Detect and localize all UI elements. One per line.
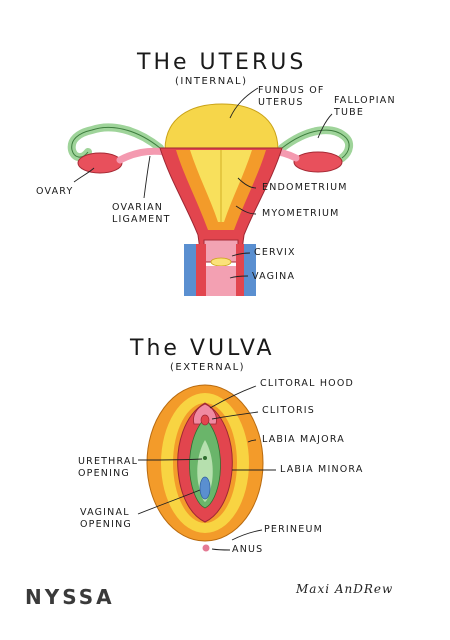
label-endometrium: ENDOMETRIUM bbox=[262, 182, 348, 193]
label-anus: ANUS bbox=[232, 544, 264, 555]
vulva-title: The VULVA bbox=[130, 336, 275, 361]
uterus-diagram bbox=[67, 87, 353, 296]
ovarian-ligament-left bbox=[116, 147, 169, 164]
fallopian-tube-right-outline bbox=[281, 129, 350, 159]
artist-signature: Maxi AnDRew bbox=[296, 582, 394, 596]
fallopian-tube-left-outline bbox=[71, 127, 161, 158]
uterus-leaders bbox=[73, 87, 333, 279]
urethral-opening bbox=[203, 456, 207, 460]
uterus-subtitle: (INTERNAL) bbox=[175, 76, 248, 87]
ovary-right bbox=[293, 151, 343, 173]
vulva-diagram bbox=[137, 384, 276, 552]
uterus-title: THe UTERUS bbox=[137, 50, 307, 75]
vagina-canal bbox=[206, 266, 236, 296]
cervix-opening bbox=[210, 257, 232, 267]
label-labia-majora: LABIA MAJORA bbox=[262, 434, 345, 445]
label-myometrium: MYOMETRIUM bbox=[262, 208, 340, 219]
anus bbox=[202, 544, 210, 552]
label-vaginal-opening: VAGINAL OPENING bbox=[80, 507, 132, 530]
clitoris bbox=[200, 414, 210, 426]
label-fallopian-tube: FALLOPIAN TUBE bbox=[334, 95, 396, 118]
label-perineum: PERINEUM bbox=[264, 524, 323, 535]
vagina-inner-right bbox=[236, 244, 244, 296]
label-urethral-opening: URETHRAL OPENING bbox=[78, 456, 139, 479]
brand-logo: NYSSA bbox=[25, 585, 115, 609]
label-fundus: FUNDUS OF UTERUS bbox=[258, 85, 325, 108]
ovary-left bbox=[77, 152, 123, 174]
label-clitoral-hood: CLITORAL HOOD bbox=[260, 378, 355, 389]
label-cervix: CERVIX bbox=[254, 247, 296, 258]
vagina-inner-left bbox=[196, 244, 206, 296]
label-clitoris: CLITORIS bbox=[262, 405, 316, 416]
vulva-subtitle: (EXTERNAL) bbox=[170, 362, 246, 373]
label-ovary: OVARY bbox=[36, 186, 74, 197]
label-ovarian-ligament: OVARIAN LIGAMENT bbox=[112, 202, 171, 225]
label-labia-minora: LABIA MINORA bbox=[280, 464, 364, 475]
vulva-leaders bbox=[137, 385, 276, 551]
label-vagina: VAGINA bbox=[252, 271, 296, 282]
vaginal-opening bbox=[199, 476, 211, 500]
fundus bbox=[164, 103, 279, 151]
